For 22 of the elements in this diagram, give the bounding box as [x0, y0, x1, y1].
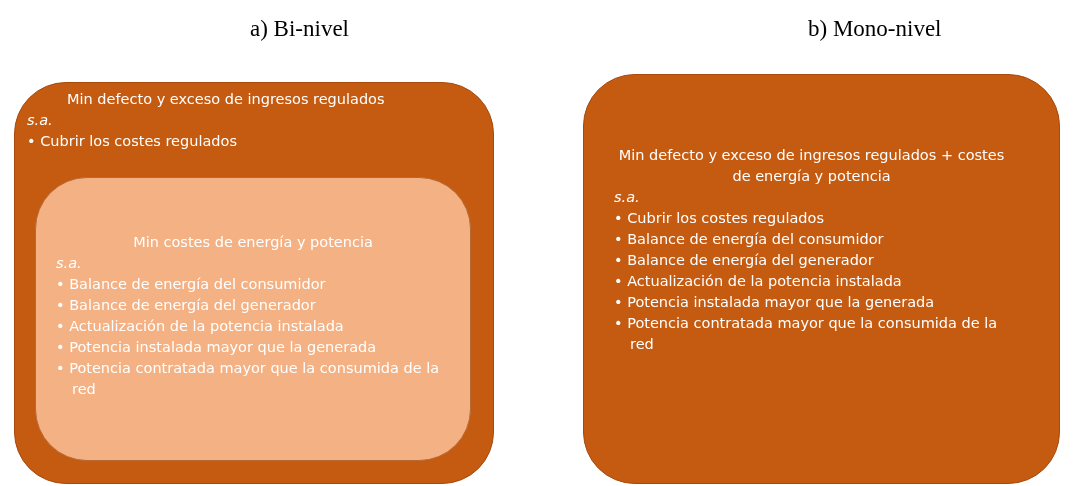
panel-heading: a) Bi-nivel: [250, 16, 349, 42]
constraint-heading: s.a.: [27, 111, 54, 130]
constraint-heading: s.a.: [56, 254, 83, 273]
constraint-item: • Potencia instalada mayor que la generada: [56, 338, 378, 357]
constraint-heading: s.a.: [614, 188, 641, 207]
constraint-item: • Balance de energía del consumidor: [56, 275, 327, 294]
constraint-item: • Balance de energía del generador: [56, 296, 317, 315]
constraint-item: • Cubrir los costes regulados: [614, 209, 825, 228]
constraint-item: • Actualización de la potencia instalada: [56, 317, 345, 336]
panel-heading: b) Mono-nivel: [808, 16, 942, 42]
objective-text: Min defecto y exceso de ingresos regulados: [66, 90, 386, 109]
objective-text: Min costes de energía y potencia: [132, 233, 374, 252]
constraint-item: • Balance de energía del consumidor: [614, 230, 885, 249]
constraint-item: • Balance de energía del generador: [614, 251, 875, 270]
constraint-item: • Actualización de la potencia instalada: [614, 272, 903, 291]
constraint-item: • Cubrir los costes regulados: [27, 132, 238, 151]
model-box: [583, 74, 1060, 484]
model-box: [14, 82, 494, 484]
model-box: [35, 177, 471, 461]
constraint-item: • Potencia contratada mayor que la consumida de la red: [56, 359, 441, 399]
constraint-item: • Potencia instalada mayor que la generada: [614, 293, 936, 312]
constraint-item: • Potencia contratada mayor que la consumida de la red: [614, 314, 999, 354]
